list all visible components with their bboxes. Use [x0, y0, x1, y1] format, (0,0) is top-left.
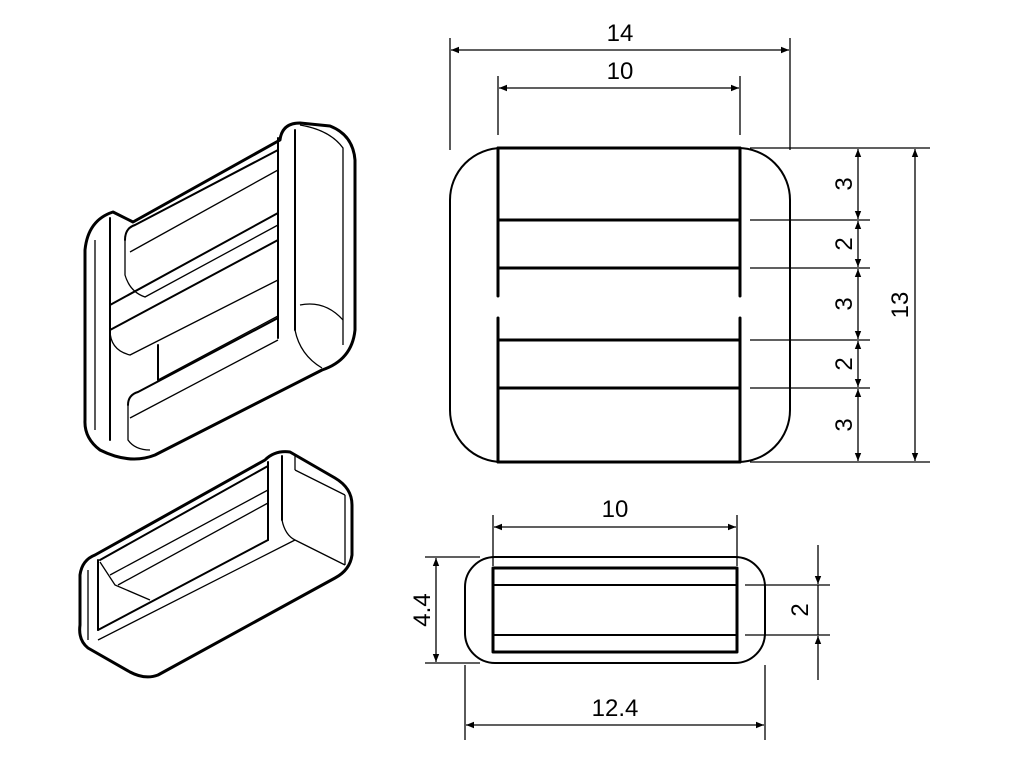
dim-bottom-height: 4.4 — [409, 593, 436, 626]
dim-segment-2: 2 — [831, 237, 858, 250]
isometric-frame-piece — [83, 121, 357, 461]
bottom-view — [464, 556, 766, 664]
dim-overall-height: 13 — [887, 292, 914, 319]
dim-overall-width: 14 — [607, 20, 634, 47]
dim-inner-width: 10 — [607, 58, 634, 85]
dim-bottom-overall-width: 12.4 — [592, 695, 639, 722]
dim-bottom-inner-width: 10 — [602, 496, 629, 523]
front-view-dimensions: 14 10 3 2 3 2 3 13 — [449, 20, 930, 463]
dim-segment-5: 3 — [831, 418, 858, 431]
dim-segment-4: 2 — [831, 357, 858, 370]
bottom-view-dimensions: 10 12.4 4.4 2 — [409, 496, 830, 740]
dim-segment-3: 3 — [831, 297, 858, 310]
isometric-slider-piece — [78, 450, 354, 679]
dim-slot: 2 — [787, 603, 814, 616]
front-view — [449, 146, 791, 464]
dim-segment-1: 3 — [831, 177, 858, 190]
